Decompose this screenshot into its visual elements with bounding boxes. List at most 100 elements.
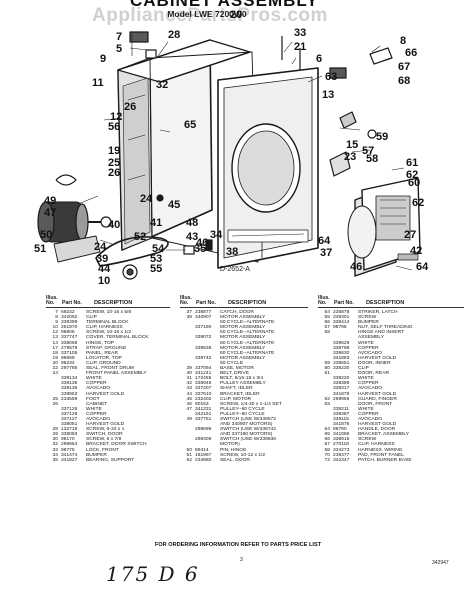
part-description: WHITE: [86, 406, 102, 412]
part-number: 69242: [61, 310, 75, 315]
part-number: 89414: [195, 447, 209, 453]
callout-number: 66: [405, 47, 417, 59]
illus-number: 13: [52, 335, 58, 341]
part-number: 339301: [333, 315, 350, 321]
part-number: 339136: [61, 381, 78, 387]
part-description: ASSEMBLY: [358, 335, 385, 341]
part-description: BRACKET, ASSEMBLY: [358, 432, 410, 438]
illus-number: 38: [186, 315, 192, 321]
part-number: 98234: [61, 360, 75, 366]
part-number: 98170: [61, 437, 75, 443]
callout-number: 54: [152, 243, 165, 255]
part-number: 298699: [195, 427, 212, 433]
part-description: COPPER: [86, 381, 107, 387]
illus-number: 25: [52, 396, 58, 402]
part-description: PULLEY--50 CYCLE: [220, 411, 265, 417]
part-number: 338798: [333, 345, 350, 351]
callout-number: 44: [98, 263, 111, 275]
parts-row: 338220 WHITE: [318, 376, 464, 381]
door-drawing: [347, 177, 421, 277]
illus-number: 57: [324, 325, 330, 331]
part-description: HINGE AND INSERT: [358, 330, 405, 336]
illus-number: 58: [324, 330, 330, 336]
part-number: 341474: [61, 452, 78, 458]
parts-row: MOTOR): [180, 442, 308, 447]
parts-row: 60 CYCLE--ALTERNATE: [180, 351, 308, 356]
part-description: AND 337190 MOTORS): [220, 432, 273, 438]
part-description: SCREW, 6-32 x 1: [86, 427, 125, 433]
callout-number: 13: [322, 89, 334, 101]
part-description: WHITE: [358, 376, 374, 382]
part-number: 342161: [195, 411, 212, 417]
illus-number: 7: [55, 310, 58, 315]
illus-number: 32: [52, 442, 58, 448]
part-description: COPPER: [358, 345, 379, 351]
callout-number: 55: [150, 263, 162, 275]
illus-number: 60: [324, 366, 330, 372]
part-number: 337190: [195, 325, 212, 331]
illus-number: 67: [324, 442, 330, 448]
part-description: LOCATOR, TOP: [86, 355, 122, 361]
part-number: 339072: [195, 335, 212, 341]
part-number: 339134: [61, 376, 78, 382]
part-number: 337407: [195, 386, 212, 392]
parts-row: 60 CYCLE--ALTERNATE: [180, 330, 308, 335]
part-number: 339836: [195, 345, 212, 351]
callout-number: 20: [230, 9, 242, 21]
illus-number: 30: [52, 437, 58, 443]
part-description: SWITCH (USE W/339836: [220, 437, 276, 443]
callout-number: 68: [398, 75, 410, 87]
part-number: 338220: [333, 376, 350, 382]
callout-number: 53: [150, 253, 162, 265]
illus-number: 22: [52, 366, 58, 372]
part-description: COPPER: [358, 381, 379, 387]
illus-number: 62: [324, 396, 330, 402]
part-description: AVOCADO: [358, 416, 383, 422]
part-number: 297786: [61, 366, 78, 372]
header-illus: Illus.: [180, 295, 192, 301]
callout-number: 25: [108, 157, 120, 169]
part-description: AVOCADO: [358, 350, 383, 356]
callout-number: 7: [116, 31, 122, 43]
belt-drawing: [95, 236, 169, 280]
illus-number: 54: [324, 310, 330, 315]
parts-row: 338798 COPPER: [318, 346, 464, 351]
part-description: PIN, HINGE: [220, 447, 247, 453]
illus-number: 64: [324, 427, 330, 433]
callout-number: 35: [194, 243, 206, 255]
illus-number: 26: [52, 401, 58, 407]
part-description: HARVEST GOLD: [86, 391, 125, 397]
part-number: 338083: [61, 432, 78, 438]
header-part: Part No.: [62, 300, 82, 306]
part-number: 337510: [195, 391, 212, 397]
handwritten-note: 175 D 6: [106, 562, 200, 586]
part-number: 339135: [61, 386, 78, 392]
illus-number: 56: [324, 320, 330, 326]
callout-number: 62: [412, 197, 424, 209]
callout-number: 64: [416, 261, 429, 273]
part-number: 339317: [333, 386, 350, 392]
parts-table-header: Illus. No. Part No. DESCRIPTION: [46, 295, 170, 308]
illus-number: 40: [186, 371, 192, 377]
front-panel-drawing: [217, 67, 319, 269]
part-description: STRAP, GROUND: [86, 345, 127, 351]
part-number: 251970: [61, 325, 78, 331]
